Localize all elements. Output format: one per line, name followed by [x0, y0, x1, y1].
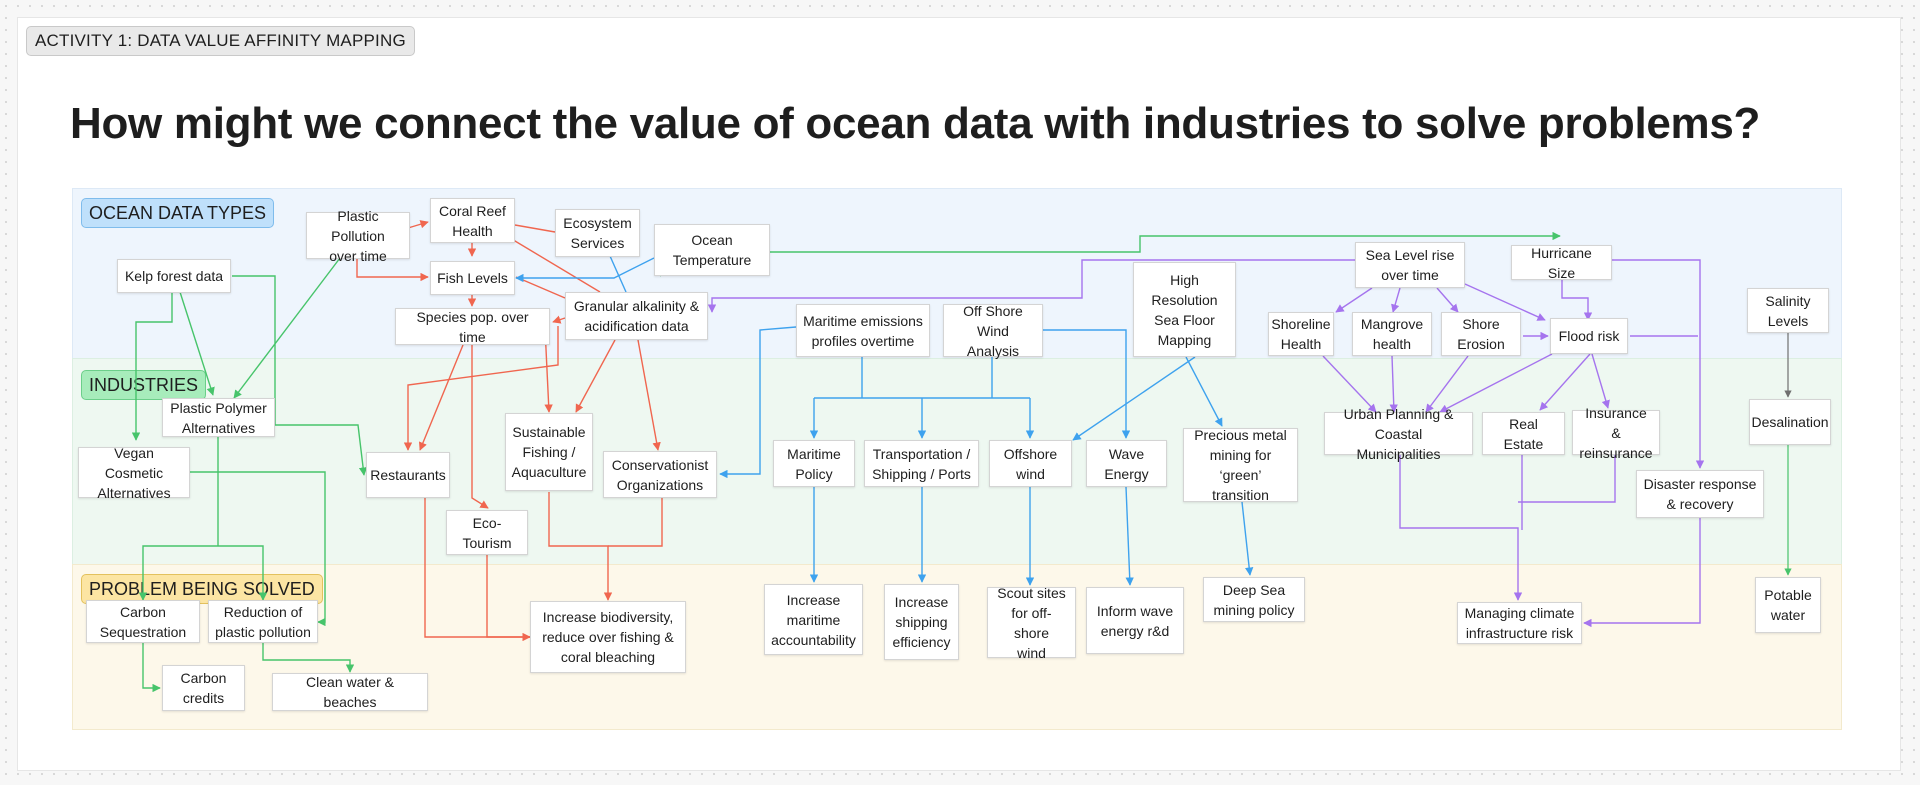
note-hurricane-size[interactable]: Hurricane Size	[1511, 245, 1612, 281]
note-precious-metal-mining[interactable]: Precious metal mining for ‘green’ transi…	[1183, 427, 1298, 503]
section-label-industries: INDUSTRIES	[81, 370, 207, 400]
note-increase-maritime-accountability[interactable]: Increase maritime accountability	[764, 584, 863, 655]
note-sustainable-fishing[interactable]: Sustainable Fishing / Aquaculture	[505, 413, 593, 491]
note-disaster-response[interactable]: Disaster response & recovery	[1636, 470, 1764, 518]
note-ocean-temperature[interactable]: Ocean Temperature	[654, 224, 770, 276]
headline: How might we connect the value of ocean …	[70, 99, 1761, 148]
note-plastic-polymer-alternatives[interactable]: Plastic Polymer Alternatives	[162, 398, 275, 437]
note-potable-water[interactable]: Potable water	[1755, 577, 1821, 633]
note-carbon-credits[interactable]: Carbon credits	[162, 665, 245, 711]
note-mangrove-health[interactable]: Mangrove health	[1352, 312, 1432, 356]
note-inform-wave-energy-rd[interactable]: Inform wave energy r&d	[1086, 587, 1184, 654]
note-granular-alkalinity[interactable]: Granular alkalinity & acidification data	[565, 292, 708, 340]
note-shoreline-health[interactable]: Shoreline Health	[1268, 312, 1334, 356]
note-scout-sites-offshore-wind[interactable]: Scout sites for off-shore wind	[987, 585, 1076, 661]
note-restaurants[interactable]: Restaurants	[366, 452, 450, 498]
note-coral-reef-health[interactable]: Coral Reef Health	[430, 198, 515, 243]
note-kelp-forest-data[interactable]: Kelp forest data	[117, 259, 231, 293]
note-plastic-pollution-over-time[interactable]: Plastic Pollution over time	[306, 208, 410, 264]
note-maritime-emissions[interactable]: Maritime emissions profiles overtime	[796, 304, 930, 357]
note-increase-biodiversity[interactable]: Increase biodiversity, reduce over fishi…	[530, 601, 686, 673]
note-urban-planning[interactable]: Urban Planning & Coastal Municipalities	[1324, 406, 1473, 462]
note-clean-water-beaches[interactable]: Clean water & beaches	[272, 673, 428, 711]
note-sea-level-rise[interactable]: Sea Level rise over time	[1355, 242, 1465, 288]
note-increase-shipping-efficiency[interactable]: Increase shipping efficiency	[884, 584, 959, 660]
note-salinity-levels[interactable]: Salinity Levels	[1747, 288, 1829, 333]
note-high-resolution-mapping[interactable]: High Resolution Sea Floor Mapping	[1133, 262, 1236, 357]
note-ecosystem-services[interactable]: Ecosystem Services	[555, 209, 640, 257]
note-deep-sea-mining-policy[interactable]: Deep Sea mining policy	[1203, 577, 1305, 622]
note-reduction-of-plastic-pollution[interactable]: Reduction of plastic pollution	[208, 600, 318, 643]
note-vegan-cosmetic-alternatives[interactable]: Vegan Cosmetic Alternatives	[78, 445, 190, 501]
note-fish-levels[interactable]: Fish Levels	[430, 261, 515, 295]
note-conservationist-organizations[interactable]: Conservationist Organizations	[603, 451, 717, 498]
activity-tag: ACTIVITY 1: DATA VALUE AFFINITY MAPPING	[26, 26, 415, 56]
note-insurance-reinsurance[interactable]: Insurance & reinsurance	[1572, 405, 1660, 461]
note-shore-erosion[interactable]: Shore Erosion	[1441, 312, 1521, 356]
note-real-estate[interactable]: Real Estate	[1482, 412, 1565, 455]
note-eco-tourism[interactable]: Eco- Tourism	[446, 510, 528, 555]
section-label-ocean-data-types: OCEAN DATA TYPES	[81, 198, 275, 228]
note-carbon-sequestration[interactable]: Carbon Sequestration	[86, 600, 200, 643]
note-managing-climate-infrastructure-risk[interactable]: Managing climate infrastructure risk	[1457, 602, 1582, 644]
note-wave-energy[interactable]: Wave Energy	[1086, 440, 1167, 487]
note-offshore-wind[interactable]: Offshore wind	[989, 440, 1072, 487]
note-offshore-wind-analysis[interactable]: Off Shore Wind Analysis	[943, 303, 1043, 359]
note-species-pop[interactable]: Species pop. over time	[395, 308, 550, 345]
note-desalination[interactable]: Desalination	[1749, 399, 1831, 445]
note-transportation-shipping-ports[interactable]: Transportation / Shipping / Ports	[864, 440, 979, 487]
note-maritime-policy[interactable]: Maritime Policy	[773, 440, 855, 487]
note-flood-risk[interactable]: Flood risk	[1550, 318, 1628, 354]
